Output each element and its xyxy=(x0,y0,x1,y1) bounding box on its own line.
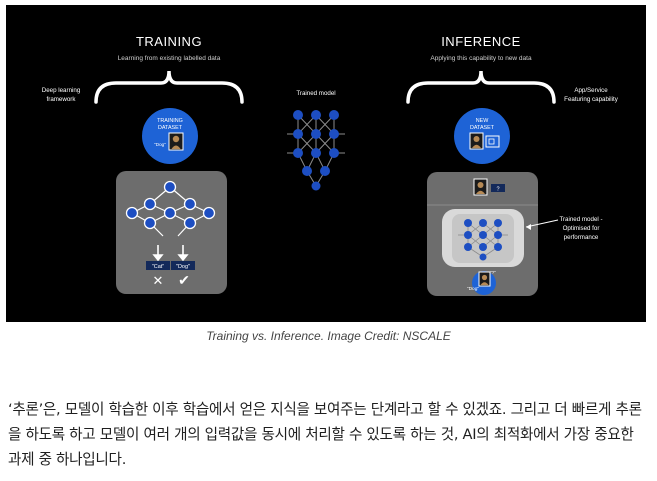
new-dataset-label-2: DATASET xyxy=(470,125,495,131)
trained-model-nodes xyxy=(293,110,339,191)
wrong-mark-icon: ✕ xyxy=(153,273,164,288)
inference-side-label-1: App/Service xyxy=(574,87,608,94)
training-dataset-label-1: TRAINING xyxy=(157,118,183,124)
training-dataset-label-2: DATASET xyxy=(158,125,183,131)
inference-brace xyxy=(406,70,556,104)
training-side-label-1: Deep learning xyxy=(42,87,81,94)
training-side-label-2: framework xyxy=(47,96,77,103)
annotation-line-2: Optimised for xyxy=(563,225,600,232)
optimised-model-nodes xyxy=(464,219,502,261)
inference-result-tag: "Dog" xyxy=(467,286,480,292)
training-output-dog: "Dog" xyxy=(176,264,190,270)
training-output-arrows xyxy=(152,245,189,262)
training-title: TRAINING xyxy=(136,34,202,49)
training-network-panel xyxy=(116,171,227,294)
training-output-dog-box xyxy=(171,261,195,270)
training-brace xyxy=(94,70,244,104)
training-subtitle: Learning from existing labelled data xyxy=(118,55,221,62)
trained-model-label: Trained model xyxy=(296,90,335,97)
annotation-line-1: Trained model - xyxy=(559,216,602,223)
check-mark-icon: ✔ xyxy=(178,272,190,288)
training-dataset-tag: "Dog" xyxy=(154,142,166,147)
body-paragraph: ‘추론’은, 모델이 학습한 이후 학습에서 얻은 지식을 보여주는 단계라고 … xyxy=(8,401,642,468)
inference-query-tag: ? xyxy=(496,187,499,193)
new-unknown-photo-icon xyxy=(485,135,500,148)
training-output-cat: "Cat" xyxy=(152,264,165,270)
training-network-nodes xyxy=(125,180,216,230)
annotation-line-3: performance xyxy=(564,234,599,241)
inference-query-box xyxy=(491,184,505,192)
inference-title: INFERENCE xyxy=(441,34,521,49)
inference-subtitle: Applying this capability to new data xyxy=(430,55,532,62)
inference-result-query: "?" xyxy=(490,270,496,276)
annotation-pointer xyxy=(525,219,559,228)
training-vs-inference-diagram: TRAINING Learning from existing labelled… xyxy=(6,5,646,322)
inference-result-icon xyxy=(472,271,496,295)
figure-caption: Training vs. Inference. Image Credit: NS… xyxy=(206,329,451,343)
inference-side-label-2: Featuring capability xyxy=(564,96,619,103)
new-dataset-label-1: NEW xyxy=(476,118,489,124)
training-output-cat-box xyxy=(146,261,170,270)
